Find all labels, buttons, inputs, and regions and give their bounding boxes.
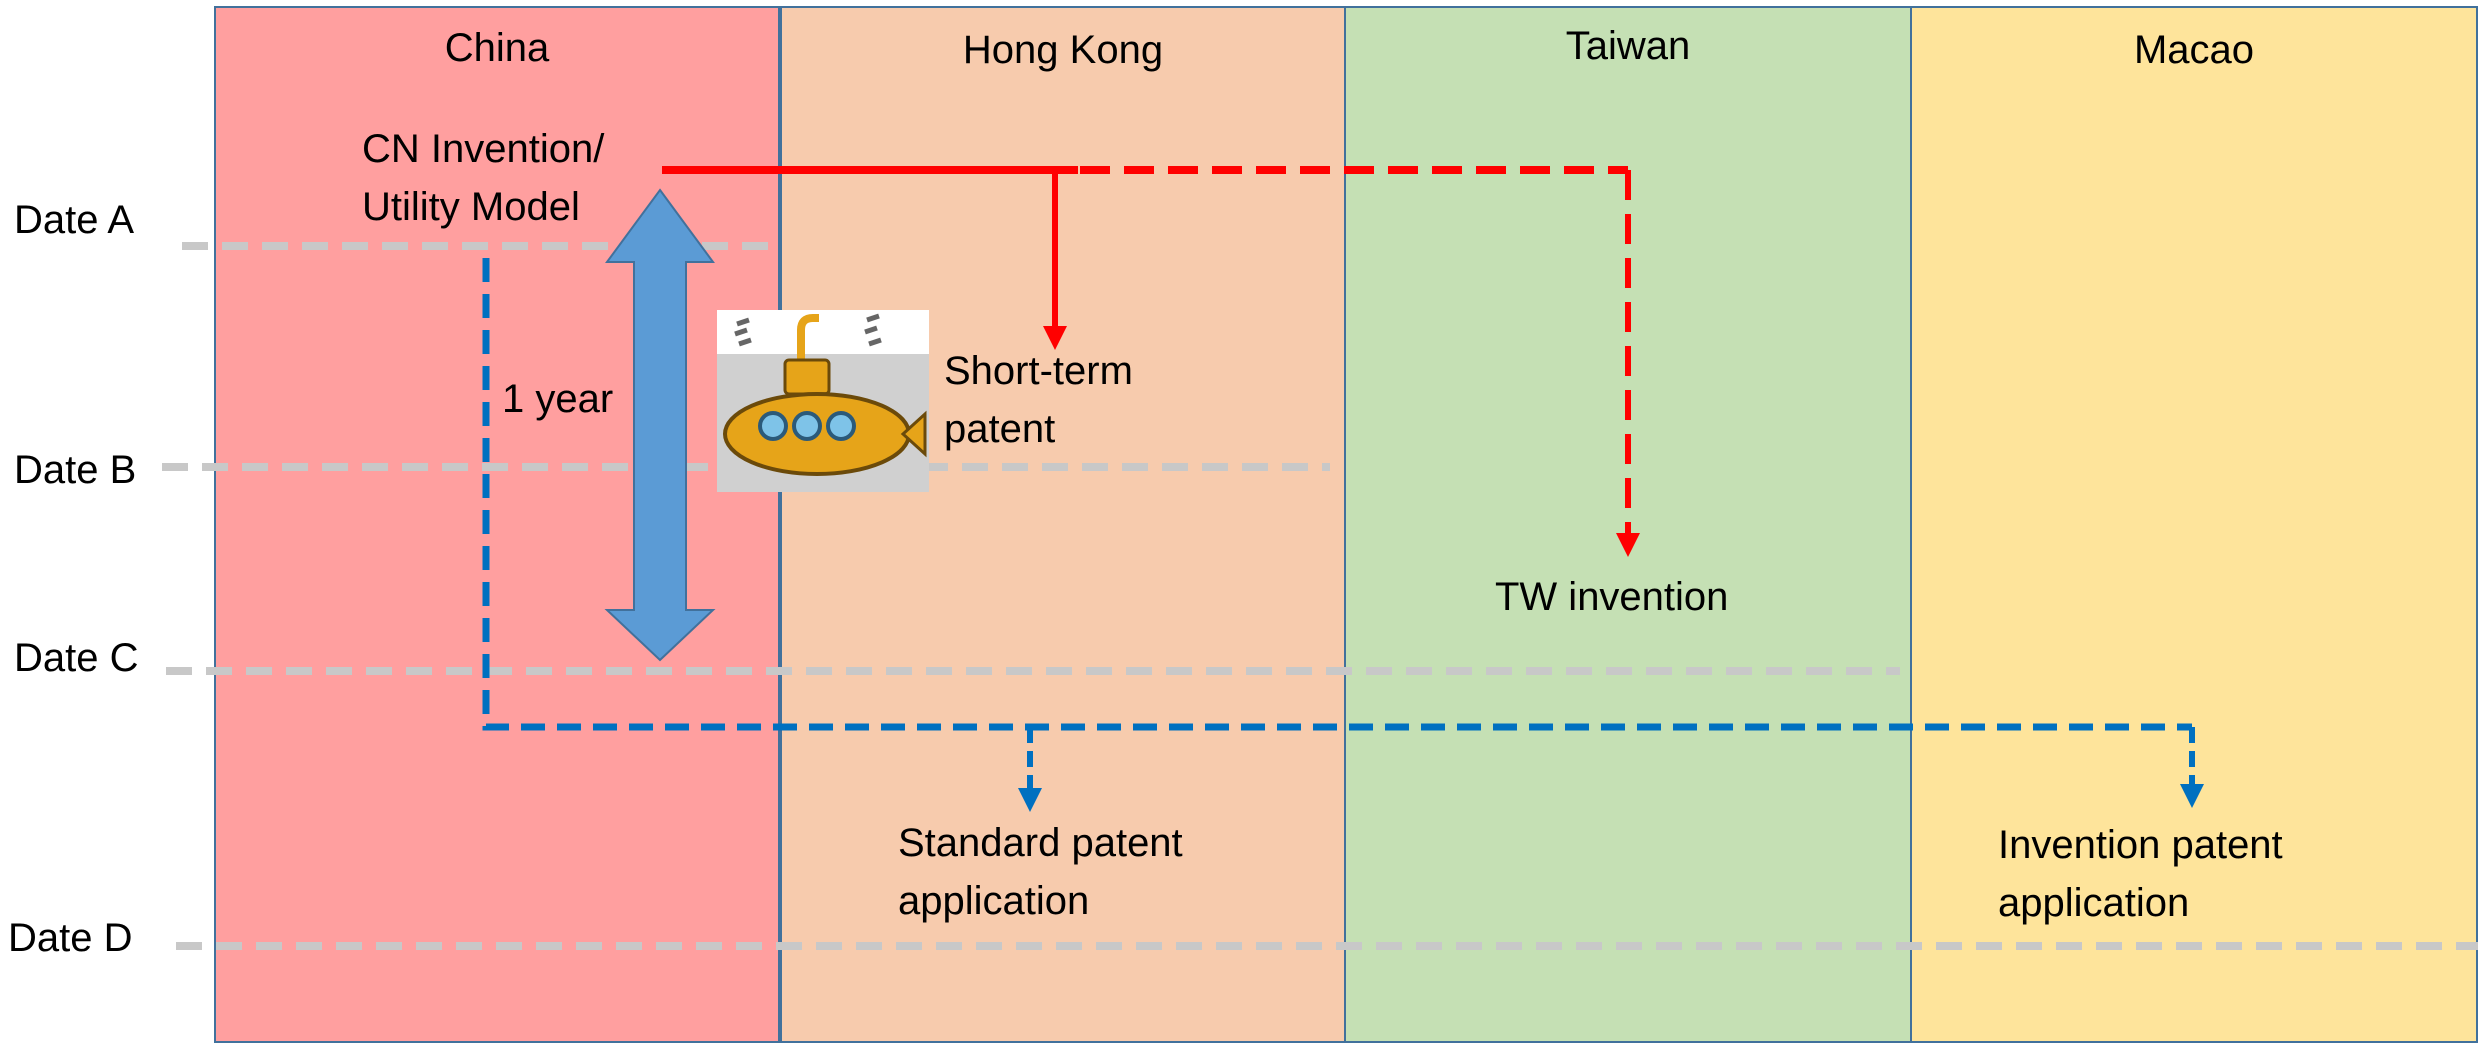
submarine-icon xyxy=(717,310,929,492)
column-hong-kong: Hong Kong xyxy=(780,6,1346,1043)
cn-invention-line1: CN Invention/ xyxy=(362,127,605,171)
invention-patent-application-label: Invention patent application xyxy=(1998,816,2283,932)
column-title-taiwan: Taiwan xyxy=(1565,24,1691,68)
column-title-china: China xyxy=(444,26,550,70)
one-year-double-arrow xyxy=(604,188,716,662)
date-label-b: Date B xyxy=(14,448,137,492)
standard-patent-application-label: Standard patent application xyxy=(898,814,1183,930)
red-arrowhead-hk xyxy=(1043,326,1067,350)
one-year-label: 1 year xyxy=(502,377,614,421)
tw-invention-label: TW invention xyxy=(1495,575,1729,619)
blue-arrowhead-hk xyxy=(1018,788,1042,812)
standard-line1: Standard patent xyxy=(898,821,1183,865)
short-term-line2: patent xyxy=(944,407,1056,451)
blue-arrowhead-macao xyxy=(2180,784,2204,808)
red-arrowhead-tw xyxy=(1616,533,1640,557)
standard-line2: application xyxy=(898,879,1090,923)
column-title-macao: Macao xyxy=(2133,28,2255,72)
short-term-patent-label: Short-term patent xyxy=(944,342,1133,458)
blue-dashed-path xyxy=(482,258,2192,731)
short-term-line1: Short-term xyxy=(944,349,1133,393)
date-label-d: Date D xyxy=(8,916,133,960)
column-title-hong-kong: Hong Kong xyxy=(962,28,1164,72)
invention-line1: Invention patent xyxy=(1998,823,2283,867)
column-macao: Macao xyxy=(1910,6,2478,1043)
date-label-a: Date A xyxy=(14,198,135,242)
cn-invention-line2: Utility Model xyxy=(362,185,580,229)
date-label-c: Date C xyxy=(14,636,139,680)
invention-line2: application xyxy=(1998,881,2190,925)
cn-invention-label: CN Invention/ Utility Model xyxy=(362,120,604,236)
